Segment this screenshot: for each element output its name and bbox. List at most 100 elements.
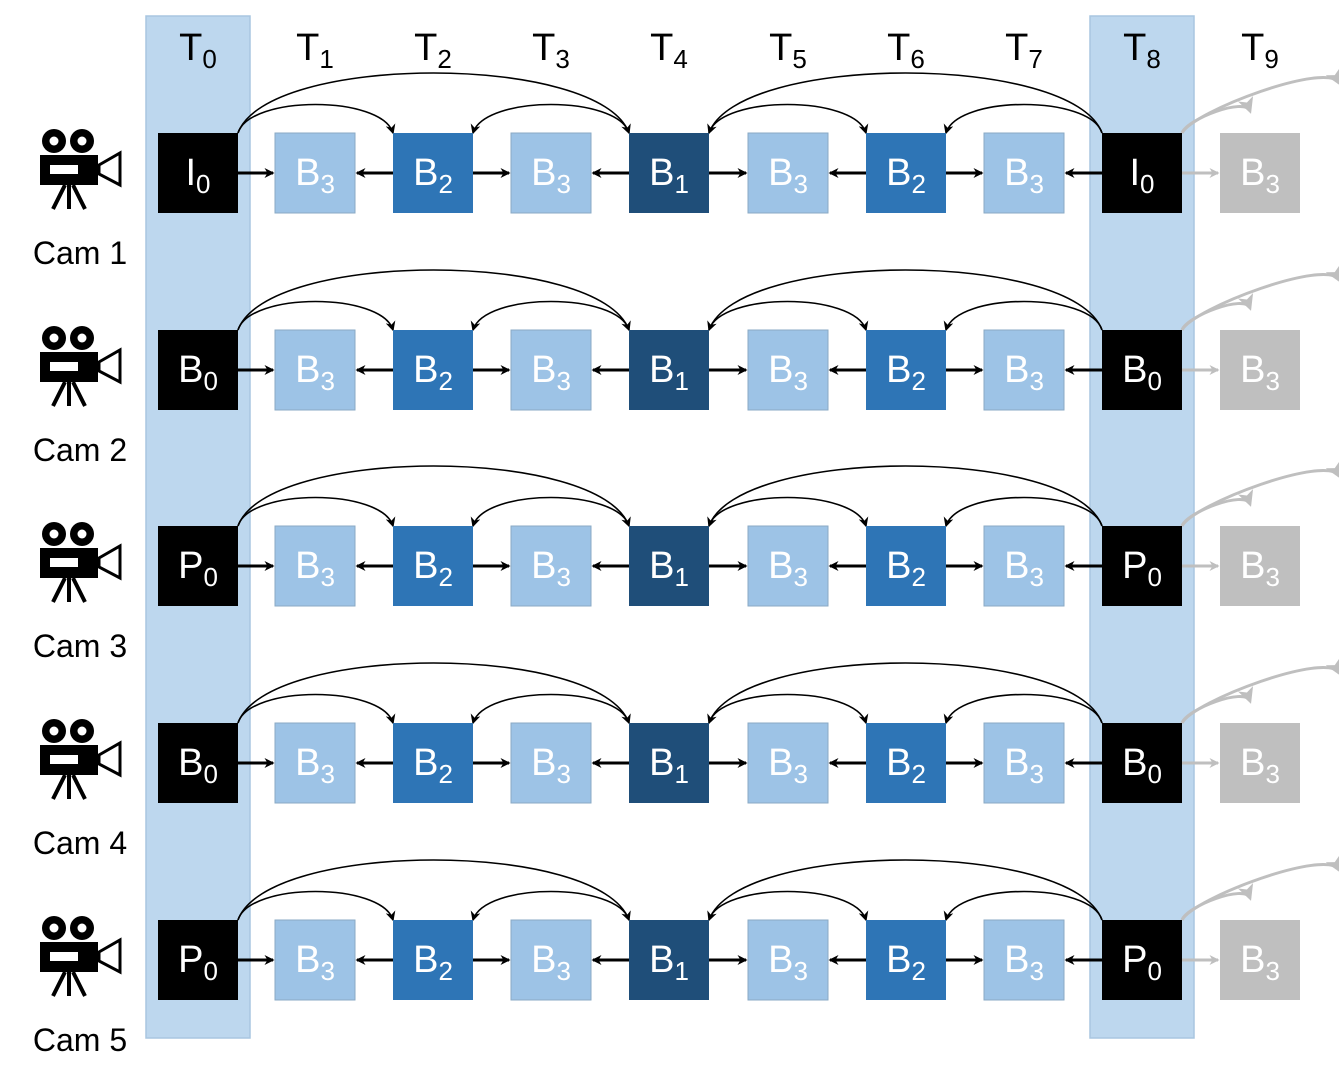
label-main: T bbox=[650, 27, 673, 69]
label-subscript: 3 bbox=[320, 956, 334, 986]
label-subscript: 2 bbox=[911, 759, 925, 789]
label-subscript: 3 bbox=[793, 562, 807, 592]
frame-rect bbox=[983, 722, 1065, 804]
hierarchical-reference-arrow bbox=[707, 269, 1103, 332]
frame-rect bbox=[158, 920, 238, 1000]
label-main: B bbox=[649, 545, 674, 587]
hierarchical-reference-arrow bbox=[470, 693, 630, 725]
label-subscript: 2 bbox=[438, 562, 452, 592]
label-main: B bbox=[1240, 152, 1265, 194]
frame-box: B2 bbox=[866, 526, 946, 606]
camera-label: Cam 2 bbox=[33, 432, 127, 468]
hierarchical-reference-arrow bbox=[1180, 686, 1254, 724]
label-subscript: 3 bbox=[1029, 366, 1043, 396]
frame-rect bbox=[158, 330, 238, 410]
label-main: P bbox=[178, 939, 203, 981]
frame-label: P0 bbox=[1122, 939, 1162, 986]
frame-box: B3 bbox=[1220, 723, 1300, 803]
frame-label: B3 bbox=[531, 742, 571, 789]
frame-box: B3 bbox=[510, 525, 592, 607]
label-main: B bbox=[1004, 152, 1029, 194]
frame-box: B2 bbox=[393, 330, 473, 410]
frame-box: P0 bbox=[158, 920, 238, 1000]
label-subscript: 3 bbox=[1029, 759, 1043, 789]
label-subscript: 3 bbox=[1029, 956, 1043, 986]
frame-rect bbox=[747, 722, 829, 804]
hierarchical-reference-arrow bbox=[470, 890, 630, 922]
frame-rect bbox=[393, 330, 473, 410]
label-subscript: 3 bbox=[1265, 956, 1279, 986]
camera-label: Cam 3 bbox=[33, 628, 127, 664]
label-main: T bbox=[532, 27, 555, 69]
frame-rect bbox=[747, 525, 829, 607]
frame-label: B2 bbox=[886, 152, 926, 199]
label-main: B bbox=[1004, 349, 1029, 391]
frame-box: B3 bbox=[510, 132, 592, 214]
hierarchical-reference-arrow bbox=[470, 496, 630, 528]
label-subscript: 2 bbox=[438, 366, 452, 396]
label-subscript: 0 bbox=[1147, 759, 1161, 789]
label-main: B bbox=[1240, 349, 1265, 391]
frame-label: B2 bbox=[886, 349, 926, 396]
label-main: B bbox=[768, 349, 793, 391]
label-main: B bbox=[413, 545, 438, 587]
label-subscript: 2 bbox=[438, 169, 452, 199]
label-main: T bbox=[296, 27, 319, 69]
label-main: B bbox=[531, 742, 556, 784]
label-main: B bbox=[1004, 939, 1029, 981]
label-subscript: 3 bbox=[320, 169, 334, 199]
hierarchical-reference-arrow bbox=[237, 496, 396, 528]
label-main: B bbox=[413, 742, 438, 784]
frame-box: B3 bbox=[1220, 526, 1300, 606]
frame-label: P0 bbox=[178, 939, 218, 986]
frame-label: B3 bbox=[1240, 152, 1280, 199]
frame-rect bbox=[274, 329, 356, 411]
label-subscript: 6 bbox=[910, 44, 924, 74]
label-subscript: 3 bbox=[320, 759, 334, 789]
hierarchical-reference-arrow bbox=[1180, 96, 1254, 134]
label-subscript: 9 bbox=[1264, 44, 1278, 74]
hierarchical-reference-arrow bbox=[1180, 264, 1339, 331]
hierarchical-reference-arrow bbox=[708, 103, 869, 135]
frame-label: B3 bbox=[768, 349, 808, 396]
frame-label: B1 bbox=[649, 742, 689, 789]
frame-box: B3 bbox=[510, 329, 592, 411]
frame-box: B3 bbox=[274, 329, 356, 411]
hierarchical-reference-arrow bbox=[237, 300, 396, 332]
label-main: B bbox=[1122, 742, 1147, 784]
label-main: T bbox=[1123, 27, 1146, 69]
hierarchical-reference-arrow bbox=[237, 72, 631, 135]
label-main: B bbox=[886, 742, 911, 784]
camera-label: Cam 1 bbox=[33, 235, 127, 271]
hierarchical-reference-arrow bbox=[943, 496, 1103, 528]
hierarchical-reference-arrow bbox=[237, 890, 396, 922]
movie-camera-icon bbox=[40, 326, 122, 407]
frame-rect bbox=[510, 132, 592, 214]
label-main: B bbox=[178, 349, 203, 391]
frame-rect bbox=[1102, 330, 1182, 410]
frame-box: B2 bbox=[866, 920, 946, 1000]
frame-rect bbox=[629, 133, 709, 213]
frame-rect bbox=[747, 329, 829, 411]
frame-rect bbox=[1220, 526, 1300, 606]
label-subscript: 3 bbox=[320, 366, 334, 396]
frame-box: B0 bbox=[1102, 330, 1182, 410]
frame-label: B3 bbox=[531, 939, 571, 986]
label-main: B bbox=[768, 939, 793, 981]
frame-rect bbox=[983, 919, 1065, 1001]
label-subscript: 3 bbox=[1265, 366, 1279, 396]
label-subscript: 3 bbox=[793, 956, 807, 986]
frame-box: P0 bbox=[1102, 920, 1182, 1000]
frame-box: I0 bbox=[1102, 133, 1182, 213]
label-main: B bbox=[886, 939, 911, 981]
label-main: T bbox=[179, 27, 202, 69]
label-subscript: 0 bbox=[203, 759, 217, 789]
hierarchical-reference-arrow bbox=[943, 890, 1103, 922]
frame-box: B2 bbox=[393, 920, 473, 1000]
frame-label: B3 bbox=[295, 349, 335, 396]
frame-rect bbox=[1220, 920, 1300, 1000]
